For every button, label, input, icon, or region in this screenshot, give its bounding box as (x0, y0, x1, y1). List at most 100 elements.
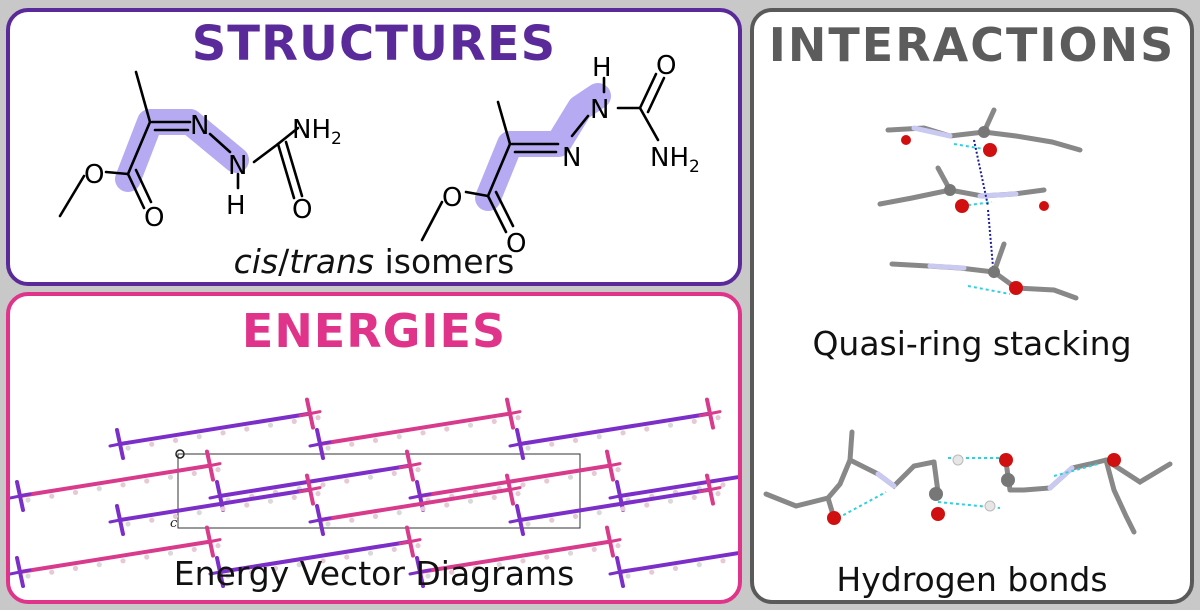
hb-oxygen-left (827, 511, 841, 525)
lattice-bead (696, 562, 702, 568)
caption-slash: / (278, 242, 290, 281)
hb-right-ester (1103, 457, 1173, 485)
quasi-ring-stacking-image (877, 107, 1083, 301)
lattice-bead (449, 569, 455, 575)
energy-vector-rod (518, 411, 712, 446)
energy-vector-crossbar (698, 410, 722, 418)
lattice-bead (691, 418, 697, 424)
lattice-bead (415, 543, 421, 549)
lattice-bead (349, 517, 355, 523)
energy-vector-rod (418, 539, 612, 574)
lattice-bead (320, 482, 326, 488)
stack-hbond-3 (967, 285, 1011, 295)
lattice-bead (396, 510, 402, 516)
energy-vector-crossbar (698, 486, 722, 494)
cis-o-ester-label: O (84, 160, 104, 190)
caption-isomers: isomers (374, 242, 515, 281)
lattice-bead (520, 482, 526, 488)
lattice-bead (467, 498, 474, 504)
lattice-bead (244, 426, 250, 432)
lattice-bead (391, 546, 397, 552)
stack-oxygen-3 (1009, 281, 1023, 295)
stack-carbon-3 (988, 266, 1000, 278)
hb-oxygen-center-left (931, 507, 945, 521)
energy-vector-crossbar (498, 410, 522, 418)
lattice-bead (120, 558, 126, 564)
trans-o-carbonyl-label: O (506, 229, 526, 259)
trans-isomer-molecule: N N H O O O NH2 (420, 51, 700, 259)
lattice-bead (567, 474, 574, 480)
lattice-bead (515, 415, 521, 421)
lattice-bead (425, 573, 431, 579)
structures-caption: cis/trans isomers (10, 242, 738, 281)
stacking-caption: Quasi-ring stacking (812, 324, 1132, 363)
energies-caption: Energy Vector Diagrams (173, 554, 575, 593)
lattice-bead (72, 489, 79, 495)
structures-drawing: N N H O O O NH2 (58, 51, 700, 259)
energy-vector-crossbar (598, 538, 622, 546)
lattice-bead (372, 513, 379, 519)
lattice-bead (172, 437, 179, 443)
stack-layer-2 (877, 187, 1047, 207)
lattice-bead (349, 441, 355, 447)
energy-vector-rod (18, 463, 212, 498)
stack-carbon-2 (944, 184, 956, 196)
hb-carbon-center-left (929, 487, 943, 501)
lattice-bead (391, 470, 397, 476)
lattice-bead (196, 510, 202, 516)
energy-vector-crossbar (198, 462, 222, 470)
energy-vector-rod (518, 487, 712, 522)
lattice-bead (649, 569, 655, 575)
lattice-bead (225, 573, 231, 579)
energy-vector-rod (618, 551, 738, 574)
lattice-bead (549, 441, 555, 447)
lattice-bead (191, 546, 197, 552)
lattice-bead (167, 474, 174, 480)
energy-vector-crossbar (108, 440, 132, 448)
structures-title: STRUCTURES (191, 16, 557, 72)
lattice-bead (196, 434, 202, 440)
lattice-bead (525, 445, 531, 451)
lattice-bead (720, 558, 726, 564)
hbond-caption: Hydrogen bonds (836, 560, 1108, 599)
cis-n1-label: N (190, 111, 209, 141)
lattice-bead (620, 506, 626, 512)
cis-sub-2: 2 (331, 129, 342, 149)
lattice-bead (244, 502, 250, 508)
energy-vector-crossbar (508, 440, 532, 448)
energy-vector-rod (18, 539, 212, 574)
energy-vector-crossbar (498, 486, 522, 494)
hbond-left-internal (837, 491, 887, 519)
energy-vector-crossbar (108, 516, 132, 524)
lattice-bead (25, 497, 31, 503)
lattice-bead (644, 502, 650, 508)
energy-vector-diagram: c (10, 397, 738, 588)
stack-carbon-1 (978, 126, 990, 138)
lattice-bead (667, 422, 674, 428)
energy-vector-rod (418, 463, 612, 498)
lattice-bead (620, 430, 626, 436)
energy-vector-crossbar (308, 440, 332, 448)
lattice-bead (491, 418, 497, 424)
lattice-bead (596, 510, 602, 516)
lattice-bead (25, 573, 31, 579)
energy-vector-crossbar (308, 516, 332, 524)
energy-vector-crossbar (198, 538, 222, 546)
hydrogen-bonds-image (763, 429, 1173, 535)
interactions-title: INTERACTIONS (768, 18, 1176, 72)
energy-rods (10, 397, 738, 588)
lattice-bead (615, 467, 621, 473)
energy-vector-crossbar (398, 462, 422, 470)
hb-right-ring (1007, 457, 1109, 493)
lattice-bead (672, 565, 679, 571)
energy-vector-crossbar (608, 492, 632, 500)
trans-o-ester-label: O (442, 183, 462, 213)
energy-vector-rod (118, 487, 312, 522)
lattice-bead (549, 517, 555, 523)
lattice-bead (344, 554, 350, 560)
lattice-bead (544, 554, 550, 560)
lattice-bead (315, 415, 321, 421)
energy-vector-crossbar (298, 410, 322, 418)
trans-o-amide-label: O (656, 51, 676, 81)
energy-vector-crossbar (408, 492, 432, 500)
